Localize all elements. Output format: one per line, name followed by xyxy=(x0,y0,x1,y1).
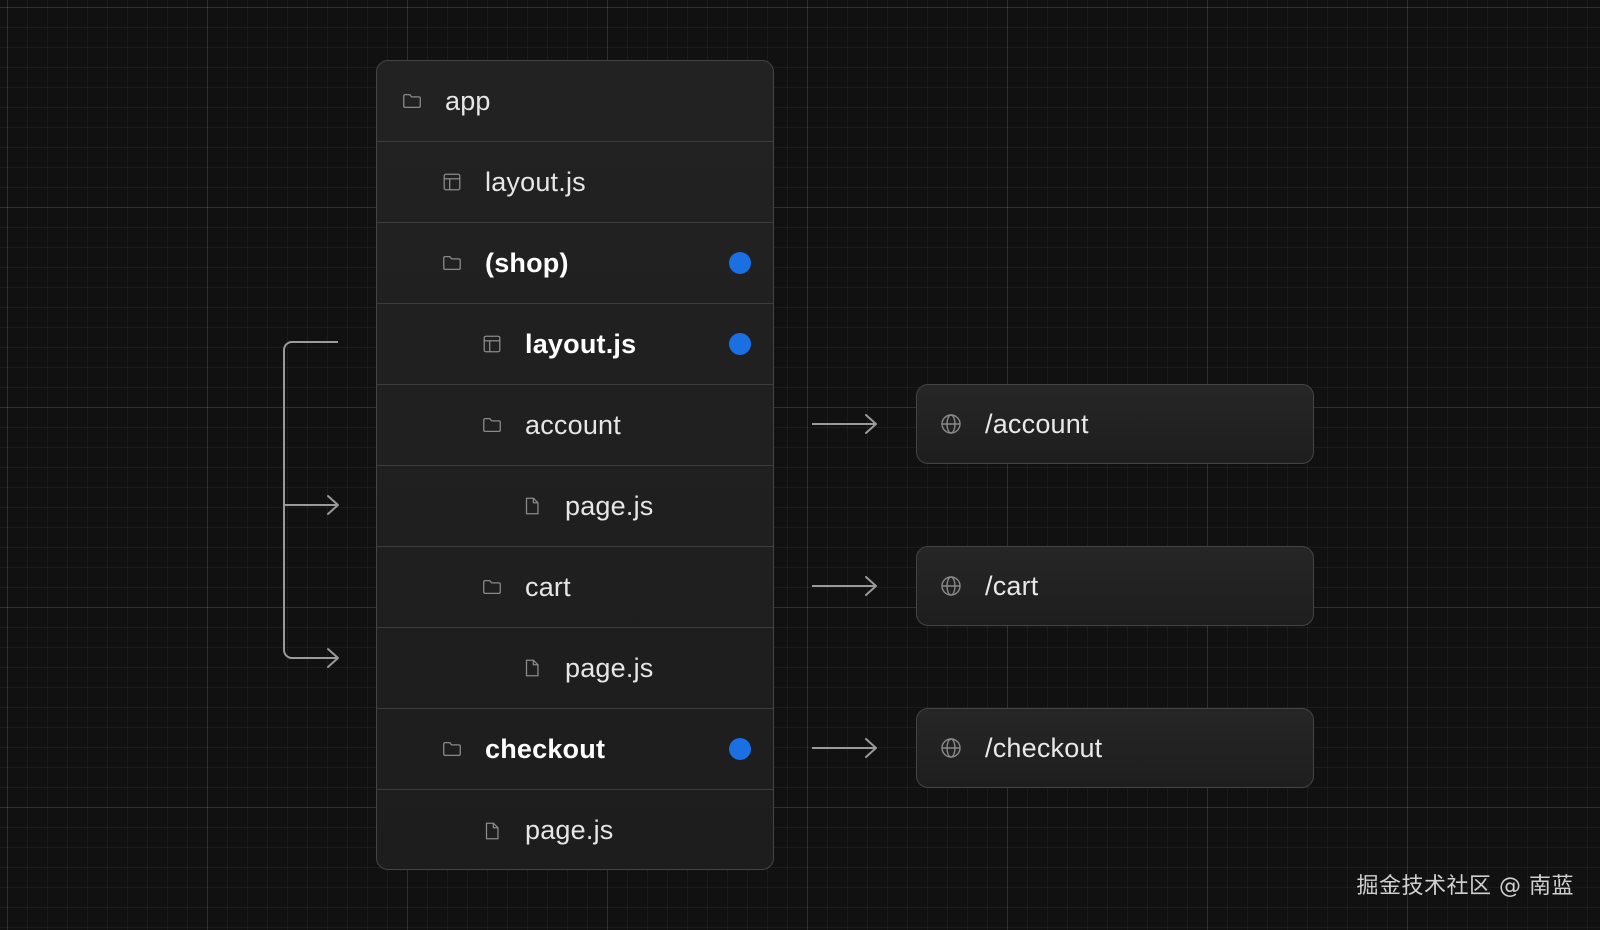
file-tree-panel: app layout.js (shop) layout.js account p… xyxy=(376,60,774,870)
tree-row-account[interactable]: account xyxy=(377,385,773,466)
tree-row-account-page[interactable]: page.js xyxy=(377,466,773,547)
tree-row-cart-page[interactable]: page.js xyxy=(377,628,773,709)
layout-wrap-bracket xyxy=(283,341,339,668)
folder-icon xyxy=(441,738,463,760)
tree-row-label: checkout xyxy=(485,733,606,764)
tree-row-shop-layout[interactable]: layout.js xyxy=(377,304,773,385)
route-label: /account xyxy=(985,408,1089,439)
tree-row-root-layout[interactable]: layout.js xyxy=(377,142,773,223)
route-account[interactable]: /account xyxy=(916,384,1314,464)
arrow-right-icon xyxy=(812,414,877,434)
globe-icon xyxy=(939,574,963,598)
tree-row-checkout[interactable]: checkout xyxy=(377,709,773,790)
tree-row-cart[interactable]: cart xyxy=(377,547,773,628)
highlight-dot xyxy=(729,333,751,355)
route-label: /checkout xyxy=(985,732,1103,763)
tree-row-label: app xyxy=(445,85,491,116)
tree-row-label: page.js xyxy=(525,815,614,845)
tree-row-label: page.js xyxy=(565,490,654,521)
route-cart[interactable]: /cart xyxy=(916,546,1314,626)
file-icon xyxy=(521,495,543,517)
tree-row-label: page.js xyxy=(565,652,654,683)
folder-icon xyxy=(481,576,503,598)
folder-icon xyxy=(441,252,463,274)
tree-row-label: (shop) xyxy=(485,247,569,278)
route-label: /cart xyxy=(985,570,1039,601)
arrow-right-icon xyxy=(812,738,877,758)
arrow-right-icon xyxy=(812,576,877,596)
watermark: 掘金技术社区 @ 南蓝 xyxy=(1356,874,1574,899)
highlight-dot xyxy=(729,738,751,760)
tree-row-label: layout.js xyxy=(485,166,586,197)
folder-icon xyxy=(401,90,423,112)
route-checkout[interactable]: /checkout xyxy=(916,708,1314,788)
layout-file-icon xyxy=(481,333,503,355)
tree-row-checkout-page[interactable]: page.js xyxy=(377,790,773,869)
globe-icon xyxy=(939,412,963,436)
file-icon xyxy=(521,657,543,679)
globe-icon xyxy=(939,736,963,760)
tree-row-shop-group[interactable]: (shop) xyxy=(377,223,773,304)
tree-row-label: layout.js xyxy=(525,328,637,359)
tree-row-label: account xyxy=(525,409,621,440)
tree-row-label: cart xyxy=(525,571,571,602)
layout-file-icon xyxy=(441,171,463,193)
folder-icon xyxy=(481,414,503,436)
highlight-dot xyxy=(729,252,751,274)
file-icon xyxy=(481,820,503,842)
tree-row-app[interactable]: app xyxy=(377,61,773,142)
